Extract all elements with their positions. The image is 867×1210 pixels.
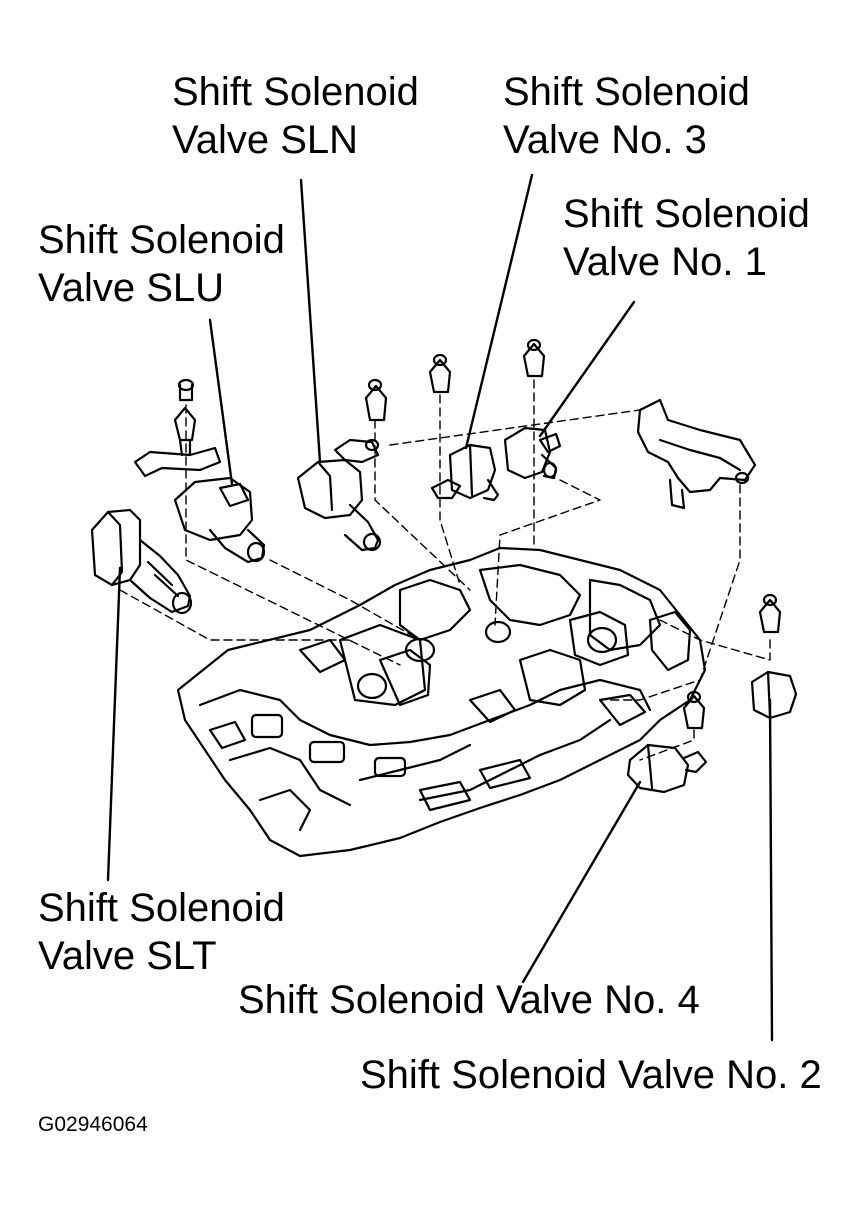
solenoid-no3 <box>428 353 500 502</box>
solenoid-sln <box>296 378 388 552</box>
leader-no1 <box>538 300 636 438</box>
solenoid-no4 <box>626 690 708 794</box>
leader-slt <box>106 566 122 882</box>
label-valve-sln-line2: Valve SLN <box>172 118 359 162</box>
leader-no4 <box>521 780 642 984</box>
bracket <box>636 398 757 510</box>
label-valve-slu-line1: Shift Solenoid <box>38 218 285 262</box>
label-valve-no4: Shift Solenoid Valve No. 4 <box>238 976 700 1024</box>
solenoid-no1 <box>503 338 562 480</box>
solenoid-slt <box>90 508 193 615</box>
label-valve-no3: Shift Solenoid Valve No. 3 <box>503 68 750 164</box>
label-valve-slt-line1: Shift Solenoid <box>38 886 285 930</box>
figure-code: G02946064 <box>38 1113 148 1136</box>
leader-no3 <box>464 173 534 450</box>
label-valve-no3-line1: Shift Solenoid <box>503 70 750 114</box>
label-valve-no2: Shift Solenoid Valve No. 2 <box>360 1051 822 1099</box>
label-valve-no1: Shift Solenoid Valve No. 1 <box>563 190 810 286</box>
label-valve-slu-line2: Valve SLU <box>38 266 225 310</box>
label-valve-slt: Shift Solenoid Valve SLT <box>38 884 285 980</box>
label-valve-slt-line2: Valve SLT <box>38 934 217 978</box>
leader-slu <box>208 318 234 486</box>
leader-no2 <box>768 698 774 1042</box>
label-valve-no1-line2: Valve No. 1 <box>563 240 767 284</box>
label-valve-no4-line1: Shift Solenoid Valve No. 4 <box>238 978 700 1022</box>
label-valve-no1-line1: Shift Solenoid <box>563 192 810 236</box>
label-valve-no2-line1: Shift Solenoid Valve No. 2 <box>360 1053 822 1097</box>
solenoid-slu <box>133 378 266 564</box>
label-valve-sln-line1: Shift Solenoid <box>172 70 419 114</box>
leader-sln <box>299 178 322 464</box>
leader-lines <box>106 173 774 1042</box>
alignment-lines <box>119 379 771 761</box>
label-valve-slu: Shift Solenoid Valve SLU <box>38 216 285 312</box>
label-valve-no3-line2: Valve No. 3 <box>503 118 707 162</box>
label-valve-sln: Shift Solenoid Valve SLN <box>172 68 419 164</box>
